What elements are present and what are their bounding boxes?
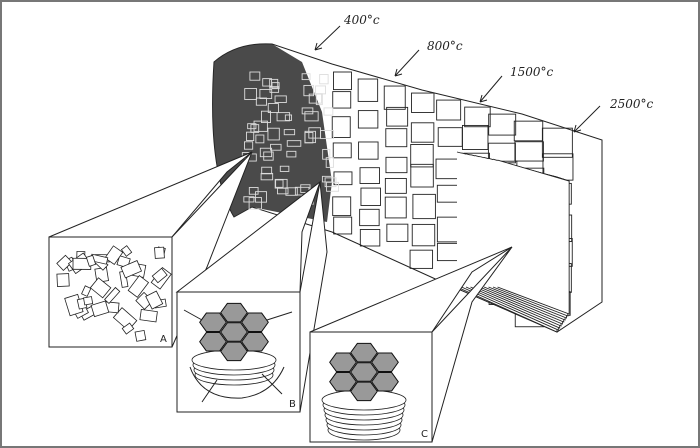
label-800c: 800°c [427,39,463,53]
inset-label-b: B [289,399,296,410]
temperature-arrows [314,25,601,133]
graphitization-block [212,43,603,333]
label-2500c: 2500°c [609,97,654,111]
inset-c: C [309,246,513,443]
inset-label-a: A [160,334,167,345]
label-1500c: 1500°c [510,65,554,79]
label-400c: 400°c [343,13,380,27]
inset-label-c: C [421,429,428,440]
inset-b: B [175,180,328,413]
